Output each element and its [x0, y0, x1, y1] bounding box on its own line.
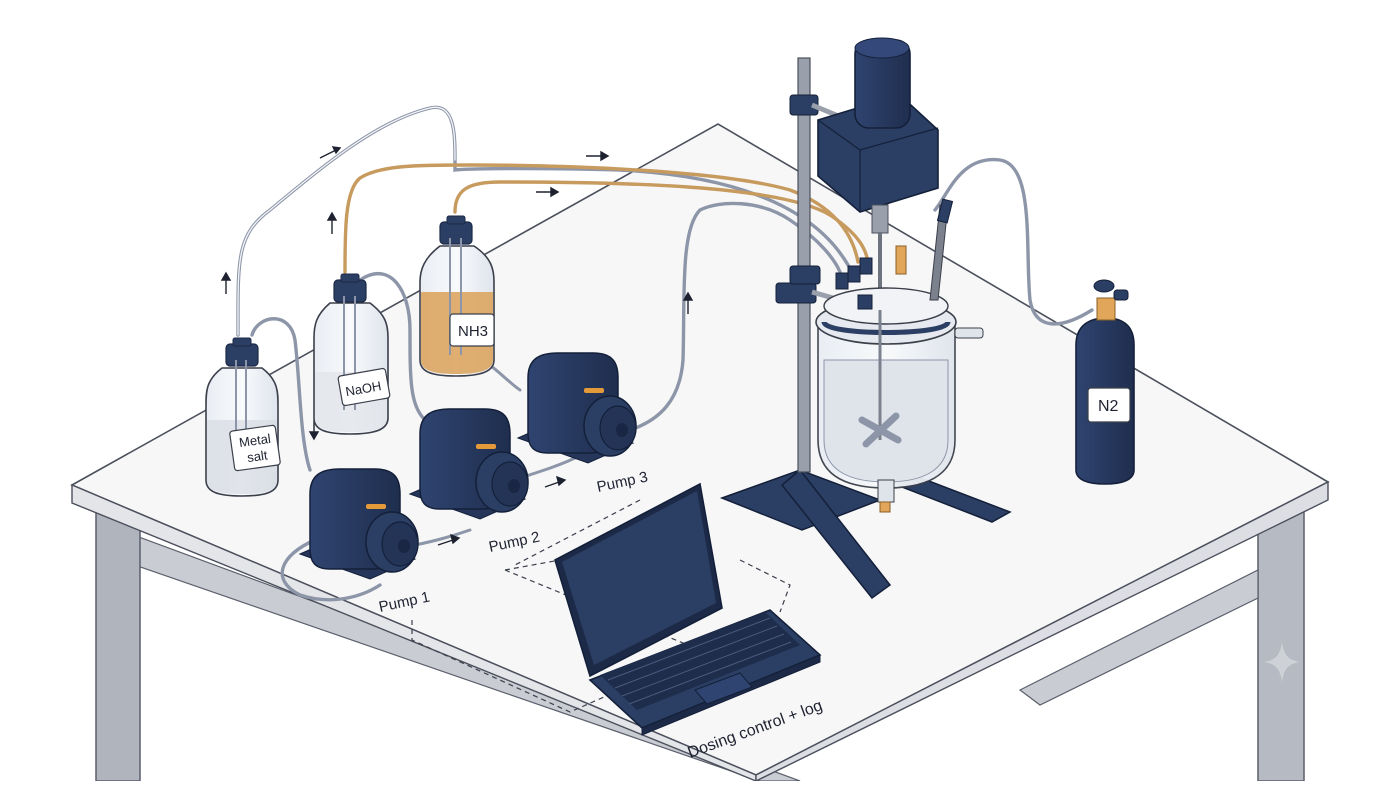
flow-arrow-icon	[536, 186, 560, 198]
flow-arrow-icon	[220, 271, 232, 294]
table-rail-right	[1018, 569, 1259, 706]
bottle-metal-salt-label-line1: Metal	[238, 431, 272, 450]
bottle-naoh: NaOH	[313, 273, 391, 435]
bottle-metal-salt: Metal salt	[205, 337, 281, 497]
laptop-trackpad	[694, 672, 753, 705]
cylinder-label: N2	[1098, 398, 1119, 415]
tube-metal-to-pump1	[250, 317, 312, 472]
bottle-nh3-label: NH3	[458, 323, 488, 340]
bottle-label-tag	[337, 367, 391, 407]
pumps	[298, 352, 637, 580]
bottle-nh3: NH3	[419, 215, 495, 377]
bottle-cap	[225, 343, 259, 367]
stirrer-motor	[817, 37, 939, 310]
tube-pump1-loop	[280, 538, 382, 602]
pump-1	[298, 468, 419, 580]
stand-clamp	[775, 282, 817, 304]
flow-arrow-icon	[586, 150, 610, 162]
impeller	[858, 412, 902, 448]
tube-nh3-feed	[453, 180, 870, 264]
bottle-naoh-label: NaOH	[344, 378, 382, 399]
cylinder-valve	[1096, 297, 1116, 321]
flow-arrow-icon	[326, 211, 338, 234]
flow-arrow-icon	[437, 533, 461, 546]
flow-arrow-icon	[319, 146, 342, 159]
reactor-vessel	[815, 198, 984, 513]
bottle-metal-salt-label-line2: salt	[246, 447, 269, 465]
tube-nitrogen	[933, 158, 1094, 326]
sparkle-icon	[1264, 642, 1300, 682]
laptop	[554, 482, 822, 736]
table-edge-right	[755, 480, 1329, 783]
laptop-screen	[562, 491, 716, 665]
table	[70, 123, 1330, 783]
flow-arrows	[220, 146, 694, 546]
bottle-cap	[333, 279, 367, 303]
tube-naoh-feed	[343, 163, 860, 274]
tube-metal-salt-feed-highlight	[237, 106, 456, 336]
tube-pump1-pump2	[413, 528, 472, 547]
bottle-cap	[439, 221, 473, 245]
pump-2	[408, 408, 529, 520]
cylinder-valve-knob	[1093, 279, 1115, 293]
bottle-label-tag	[449, 313, 495, 347]
cylinder-label-tag	[1087, 387, 1131, 423]
pump-3	[516, 352, 637, 464]
flow-arrow-icon	[682, 291, 694, 314]
flow-arrow-icon	[544, 475, 567, 488]
bottle-label-tag	[229, 424, 281, 472]
table-leg-back-right	[1257, 484, 1305, 782]
nitrogen-cylinder: N2	[1075, 279, 1135, 485]
table-leg-front-left	[95, 504, 141, 782]
stand-rod	[797, 57, 811, 473]
tube-naoh-to-pump2	[358, 272, 427, 422]
